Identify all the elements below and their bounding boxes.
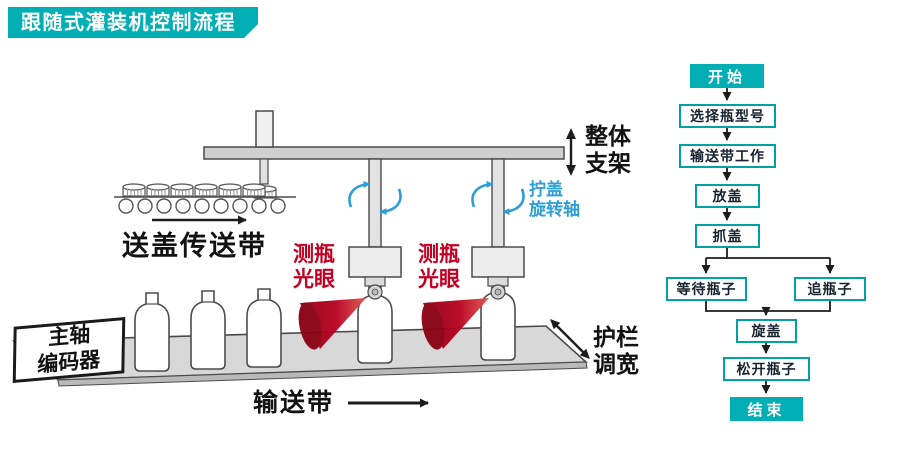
cap-conveyor-label: 送盖传送带	[122, 231, 267, 262]
frame-span-arrow-icon	[566, 128, 576, 176]
sensor-beam	[421, 298, 489, 350]
encoder-label: 主轴 编码器	[37, 322, 101, 377]
flow-node-screw-cap: 旋盖	[736, 319, 797, 343]
sensor-beam	[298, 298, 366, 350]
flowchart-connectors	[701, 88, 835, 394]
flow-node-select-bottle: 选择瓶型号	[679, 104, 776, 128]
flow-node-release-bottle: 松开瓶子	[723, 357, 810, 381]
flow-node-wait-bottle: 等待瓶子	[666, 277, 747, 301]
guardrail-width-arrow-icon	[550, 319, 590, 359]
cap-conveyor	[114, 183, 296, 225]
rotation-arrow-icon	[502, 188, 525, 216]
guardrail-label: 护栏 调宽	[593, 325, 639, 379]
frame-label: 整体 支架	[585, 124, 631, 178]
support-frame	[203, 110, 565, 199]
caps-on-belt	[122, 183, 266, 197]
cap-drop-rod	[259, 158, 269, 185]
conveyor-rollers	[118, 198, 286, 214]
rotation-arrow-icon	[348, 180, 371, 208]
bottle-icon	[134, 292, 170, 372]
bottle-icon	[190, 290, 226, 370]
spindle-assembly	[348, 158, 402, 300]
flow-node-start: 开始	[690, 64, 764, 88]
spindle-encoder-box: 主轴 编码器	[12, 316, 126, 384]
bottle-eye-label-1: 测瓶 光眼	[293, 242, 335, 291]
rotation-arrow-icon	[379, 188, 402, 216]
screw-axis-label: 拧盖 旋转轴	[529, 180, 580, 221]
cap-feeder-post	[255, 110, 274, 148]
flow-node-end: 结束	[730, 397, 803, 421]
flow-line	[705, 301, 831, 312]
bottle-icon	[246, 288, 282, 368]
page-title: 跟随式灌装机控制流程	[8, 7, 258, 38]
bottle-eye-label-2: 测瓶 光眼	[418, 242, 460, 291]
flow-node-chase-bottle: 追瓶子	[794, 277, 866, 301]
flow-node-place-cap: 放盖	[695, 184, 760, 208]
spindle-assembly	[471, 158, 525, 300]
belt-label: 输送带	[253, 388, 335, 417]
flow-node-belt-work: 输送带工作	[679, 144, 776, 168]
rotation-arrow-icon	[471, 180, 494, 208]
flow-node-grab-cap: 抓盖	[695, 224, 760, 248]
